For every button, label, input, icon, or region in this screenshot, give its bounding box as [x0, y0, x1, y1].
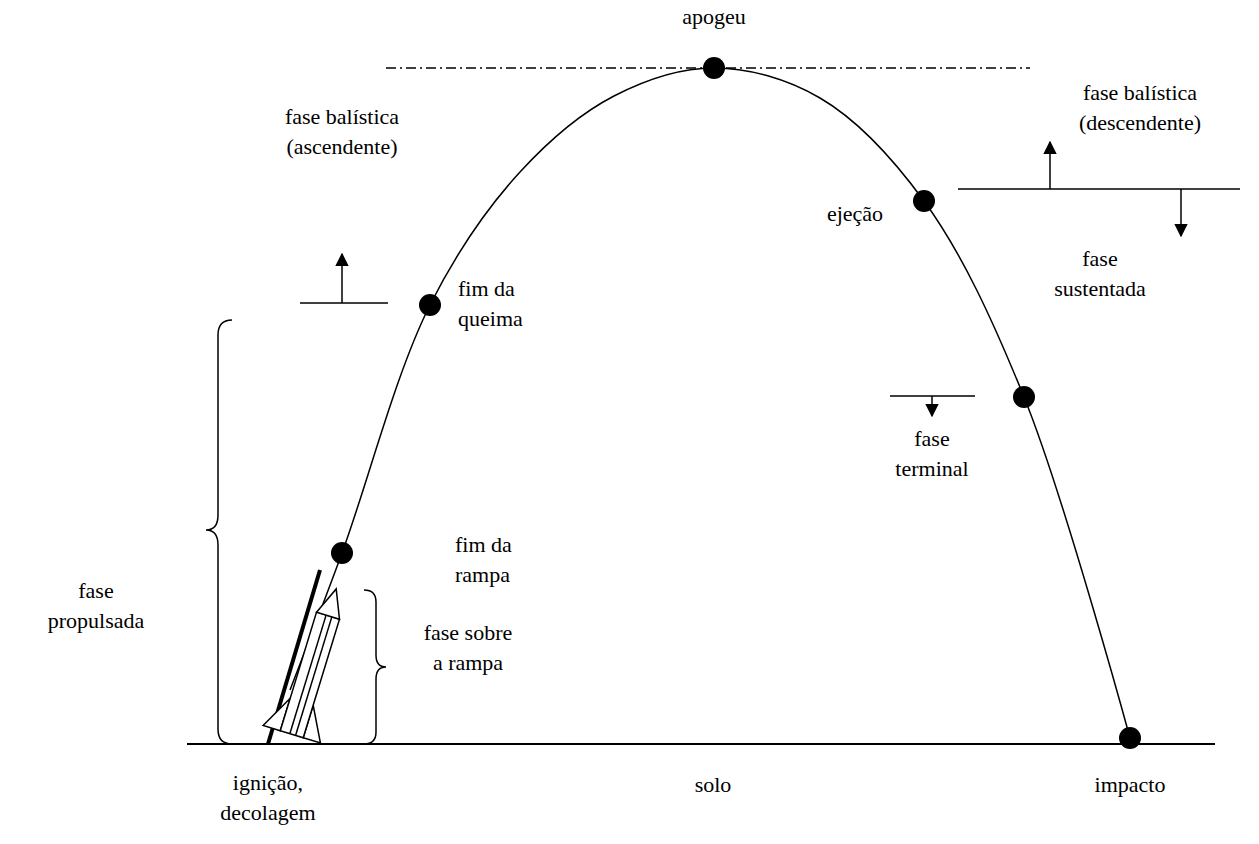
phase-arrow [1049, 142, 1051, 189]
event-dot [1013, 386, 1035, 408]
trajectory-group [290, 57, 1141, 749]
label-slot: ejeção [810, 199, 900, 229]
rocket-body [280, 612, 339, 738]
phase-label: fase terminal [882, 424, 982, 484]
phase-label: fase propulsada [36, 576, 156, 636]
label-slot: fase sobre a rampa [418, 618, 518, 678]
phase-marker [300, 302, 388, 304]
phase-brace [206, 320, 232, 744]
event-dot [331, 542, 353, 564]
label-slot: fase balística (descendente) [1065, 78, 1215, 138]
ground-line [187, 743, 1215, 745]
phase-brace [364, 590, 386, 744]
label-slot: fase terminal [882, 424, 982, 484]
label-slot: fim da queima [458, 274, 558, 334]
event-label: ejeção [810, 199, 900, 229]
label-slot: fase balística (ascendente) [267, 102, 417, 162]
label-slot: impacto [1080, 770, 1180, 800]
label-slot: fim da rampa [455, 530, 555, 590]
event-label: ignição, decolagem [213, 768, 323, 828]
phase-label: fase sustentada [1045, 244, 1155, 304]
phase-arrow [341, 254, 343, 303]
ground-label: solo [673, 770, 753, 800]
label-slot: apogeu [654, 2, 774, 32]
phase-marker [958, 188, 1240, 190]
label-slot: fase sustentada [1045, 244, 1155, 304]
rocket-line [296, 617, 332, 736]
label-slot: ignição, decolagem [213, 768, 323, 828]
event-label: fim da queima [458, 274, 558, 334]
phase-label: fase balística (descendente) [1065, 78, 1215, 138]
event-label: fim da rampa [455, 530, 555, 590]
phase-arrow [931, 396, 933, 416]
event-dot [419, 294, 441, 316]
rocket-nose [317, 585, 348, 619]
phase-arrow [1180, 189, 1182, 236]
rocket-symbol [263, 580, 365, 743]
label-slot: solo [673, 770, 753, 800]
trajectory-curve [290, 68, 1130, 738]
apogee-label: apogeu [654, 2, 774, 32]
event-label: impacto [1080, 770, 1180, 800]
event-dot [1119, 727, 1141, 749]
label-slot: fase propulsada [36, 576, 156, 636]
event-dot [703, 57, 725, 79]
event-dot [913, 190, 935, 212]
phase-label: fase balística (ascendente) [267, 102, 417, 162]
phase-label: fase sobre a rampa [418, 618, 518, 678]
rocket-line [290, 615, 326, 734]
